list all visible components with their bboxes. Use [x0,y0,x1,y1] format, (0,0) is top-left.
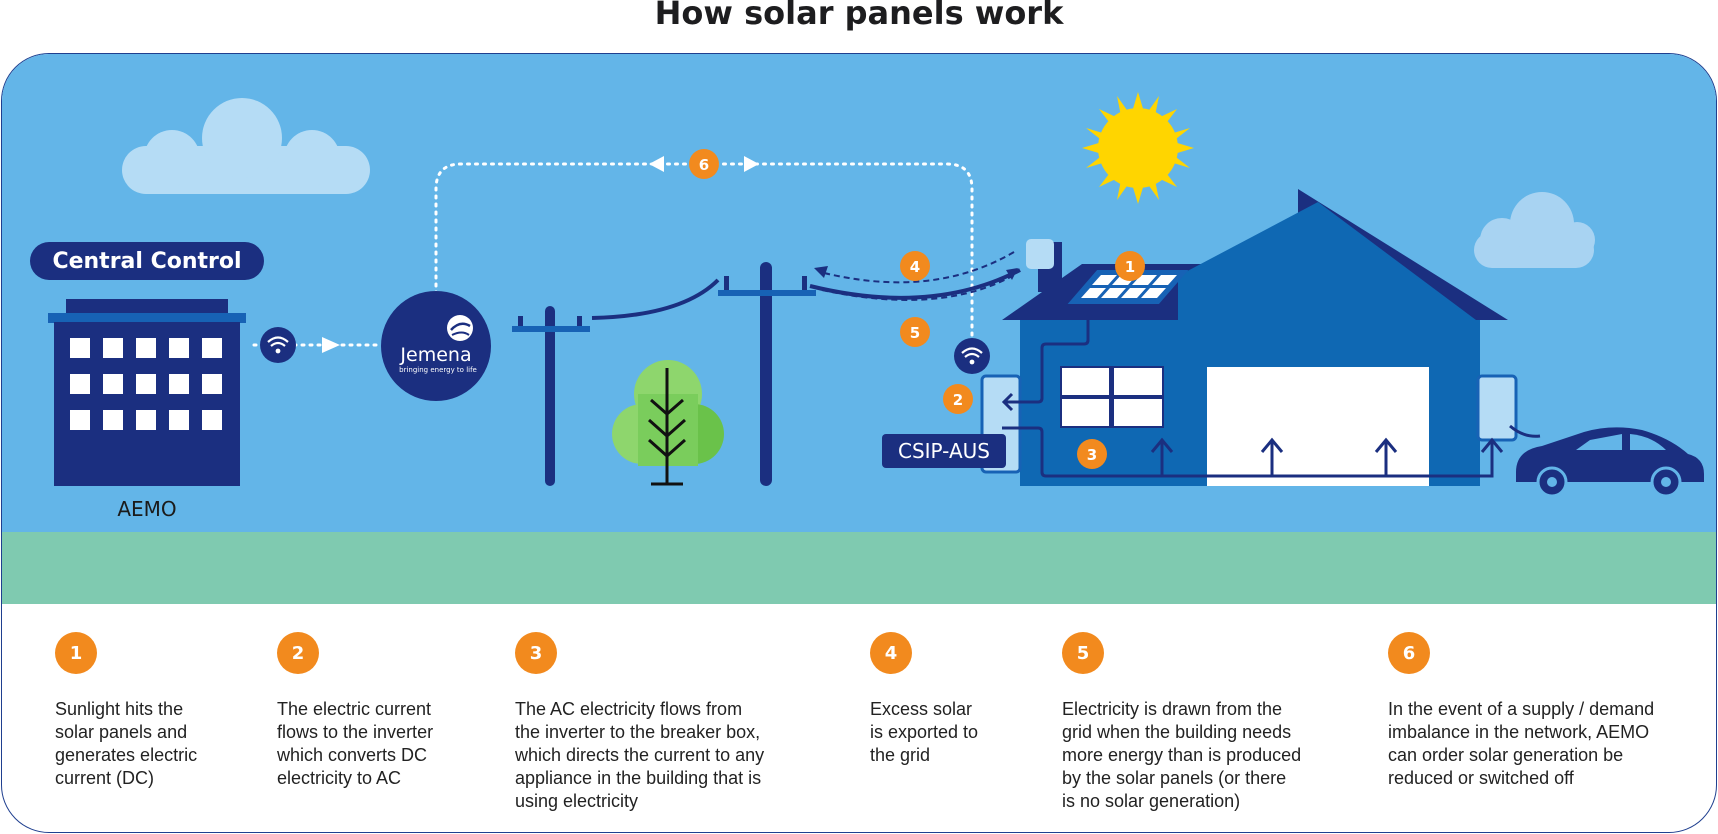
arrow-left-icon [1001,392,1014,412]
step-list: 1 Sunlight hits the solar panels and gen… [0,632,1718,822]
arrow-up-icon [1150,437,1504,453]
current-flow [1002,316,1541,478]
step-text: Sunlight hits the solar panels and gener… [55,699,198,788]
page-title: How solar panels work [654,0,1064,32]
solar-panel-icon [1067,270,1189,304]
step-2: 2 The electric current flows to the inve… [277,632,433,790]
wifi-icon [260,327,296,363]
central-control-badge [30,242,264,280]
step-6: 6 In the event of a supply / demand imba… [1388,632,1654,790]
jemena-wordmark: Jemena [399,344,471,366]
export-import-arrows [819,251,1017,301]
marker-4: 4 [900,251,930,281]
step-text: The electric current flows to the invert… [277,699,434,788]
svg-text:5: 5 [910,324,920,342]
garage-door [1207,367,1429,486]
central-control-label: Central Control [52,249,241,274]
svg-text:4: 4 [910,258,920,276]
tree-icon [612,360,724,486]
svg-text:6: 6 [699,156,709,174]
step-text: In the event of a supply / demand imbala… [1388,699,1655,788]
step-text: The AC electricity flows from the invert… [515,699,765,811]
arrow-left-icon [649,156,664,172]
svg-text:3: 3 [1087,446,1097,464]
wifi-icon [954,338,990,374]
marker-5: 5 [900,317,930,347]
solar-scene: Central Control AEMO Jemena bringing ene… [2,54,1716,604]
step-text: Electricity is drawn from the grid when … [1062,699,1302,811]
aemo-label: AEMO [117,497,176,521]
grass [2,532,1716,604]
power-pole-left [512,306,590,486]
csip-label: CSIP-AUS [898,439,990,463]
jemena-logo: Jemena bringing energy to life [381,291,491,401]
step-number: 2 [277,632,319,674]
house [980,189,1518,486]
meter-box [1026,239,1054,269]
marker-1: 1 [1115,251,1145,281]
sun-icon [1082,92,1194,204]
step-1: 1 Sunlight hits the solar panels and gen… [55,632,197,790]
step-5: 5 Electricity is drawn from the grid whe… [1062,632,1301,813]
marker-2: 2 [943,384,973,414]
cloud-right-icon [1474,192,1595,268]
car-icon [1516,427,1704,498]
marker-6: 6 [689,149,719,179]
step-4: 4 Excess solar is exported to the grid [870,632,978,767]
power-lines [591,268,1021,320]
jemena-tagline: bringing energy to life [399,366,477,374]
step-number: 1 [55,632,97,674]
csip-badge [882,434,1006,468]
step-text: Excess solar is exported to the grid [870,699,979,765]
marker-3: 3 [1077,439,1107,469]
step-number: 5 [1062,632,1104,674]
svg-text:1: 1 [1125,258,1135,276]
step-3: 3 The AC electricity flows from the inve… [515,632,764,813]
svg-text:2: 2 [953,391,963,409]
diagram-card: Central Control AEMO Jemena bringing ene… [1,53,1717,833]
arrow-left-icon [814,266,828,278]
step-number: 6 [1388,632,1430,674]
arrow-right-icon [322,337,340,353]
power-pole-right [718,262,816,486]
ev-charger [1476,374,1518,442]
cloud-left-icon [122,98,370,194]
step-number: 3 [515,632,557,674]
aemo-building [48,299,246,486]
arrow-right-icon [1006,268,1018,280]
arrow-right-icon [744,156,759,172]
step-number: 4 [870,632,912,674]
